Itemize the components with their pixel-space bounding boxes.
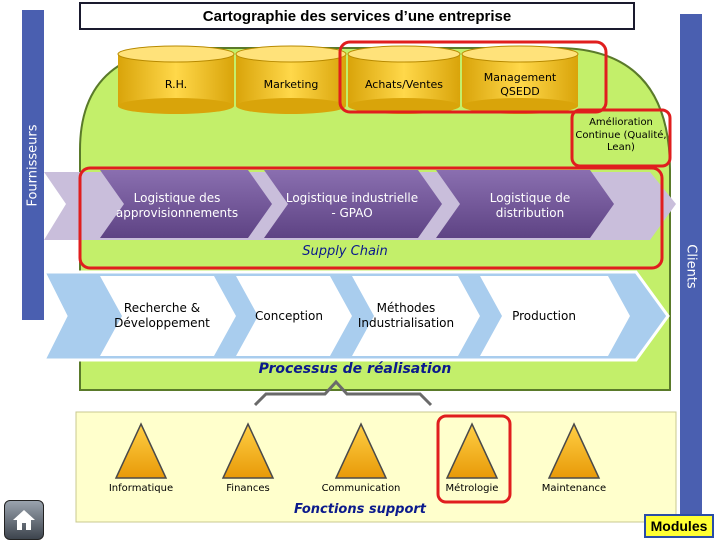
triangle-finances <box>221 422 275 479</box>
supply-item-distribution: Logistique de distribution <box>489 191 571 220</box>
home-button[interactable] <box>4 500 44 540</box>
amelioration-continue-label: Amélioration Continue (Qualité, Lean) <box>575 117 667 153</box>
triangle-informatique <box>114 422 168 479</box>
supply-chain-title: Supply Chain <box>302 244 388 259</box>
realisation-item-methodes: Méthodes Industrialisation <box>357 301 455 330</box>
suppliers-label: Fournisseurs <box>25 123 41 207</box>
chevron-gpao <box>264 170 442 238</box>
cylinder-rh <box>117 45 235 114</box>
supply-item-appro: Logistique des approvisionnements <box>115 191 239 220</box>
home-icon <box>13 510 35 530</box>
page-title: Cartographie des services d’une entrepri… <box>79 2 635 30</box>
management-label-qsedd: Management QSEDD <box>483 71 557 98</box>
cylinder-marketing <box>235 45 347 114</box>
chevron-distribution <box>436 170 614 238</box>
highlight-management <box>338 40 608 114</box>
realisation-item-conception: Conception <box>255 309 323 323</box>
realisation-item-rd: Recherche & Développement <box>114 301 210 330</box>
management-label-achats: Achats/Ventes <box>364 78 444 91</box>
highlight-supply-chain <box>78 166 664 270</box>
support-item-informatique: Informatique <box>108 483 174 494</box>
clients-bar: Clients <box>680 14 702 519</box>
management-label-marketing: Marketing <box>263 78 319 91</box>
support-item-maintenance: Maintenance <box>541 483 607 494</box>
clients-label: Clients <box>683 244 699 289</box>
realisation-title: Processus de réalisation <box>258 361 452 377</box>
support-item-metrologie: Métrologie <box>445 483 499 494</box>
cylinder-management <box>461 45 579 114</box>
chevron-production <box>480 276 630 356</box>
support-item-finances: Finances <box>226 483 270 494</box>
management-label-rh: R.H. <box>164 78 188 91</box>
suppliers-bar: Fournisseurs <box>22 10 44 320</box>
triangle-maintenance <box>547 422 601 479</box>
chevron-appro <box>100 170 272 238</box>
triangle-metrologie <box>445 422 499 479</box>
chevron-rd <box>100 276 236 356</box>
chevron-methodes <box>352 276 480 356</box>
support-bracket <box>253 379 433 407</box>
modules-button[interactable]: Modules <box>644 514 714 538</box>
cylinder-achats <box>347 45 461 114</box>
triangle-communication <box>334 422 388 479</box>
chevron-conception <box>236 276 352 356</box>
realisation-item-production: Production <box>512 309 576 323</box>
support-title: Fonctions support <box>293 502 427 517</box>
support-item-communication: Communication <box>321 483 401 494</box>
highlight-amelioration <box>570 108 672 168</box>
supply-item-gpao: Logistique industrielle - GPAO <box>285 191 419 220</box>
highlight-metrologie <box>436 414 512 504</box>
